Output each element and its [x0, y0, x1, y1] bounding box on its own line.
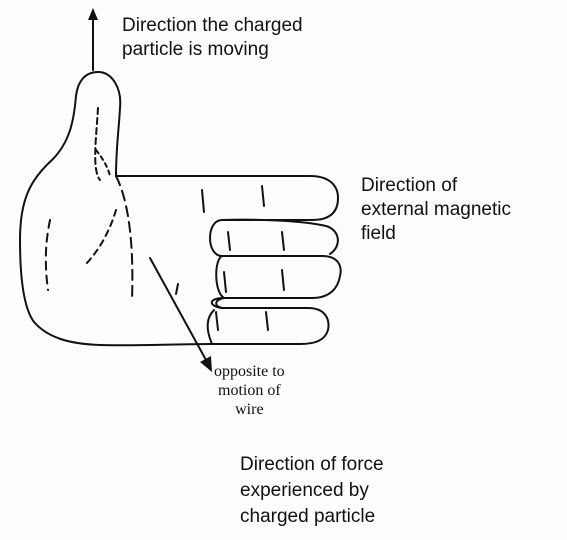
knuckle-mark — [216, 312, 218, 330]
knuckle-mark — [228, 232, 230, 250]
thumb-direction-label: Direction the charged particle is moving — [122, 14, 303, 62]
knuckle-mark — [282, 270, 284, 290]
finger-direction-label: Direction of external magnetic field — [361, 174, 511, 246]
palm-crease — [116, 176, 132, 300]
palm-direction-label: Direction of force experienced by charge… — [240, 452, 384, 530]
knuckle-mark — [262, 186, 264, 206]
finger-line-4 — [208, 310, 214, 344]
knuckle-mark — [282, 232, 284, 250]
palm-tick — [176, 284, 178, 294]
palm-crease — [96, 150, 110, 176]
hand-outline — [20, 72, 341, 345]
thumb-crease — [95, 108, 100, 180]
finger-line-1 — [222, 220, 338, 254]
palm-crease — [84, 210, 116, 266]
finger-line-2 — [216, 256, 224, 298]
knuckle-mark — [224, 272, 226, 292]
palm-crease — [46, 220, 50, 290]
thumb-arrow-head — [88, 8, 98, 20]
knuckle-mark — [202, 190, 204, 212]
finger-line-3 — [216, 298, 224, 308]
palm-note-label: opposite to motion of wire — [214, 362, 285, 419]
knuckle-mark — [266, 312, 268, 330]
